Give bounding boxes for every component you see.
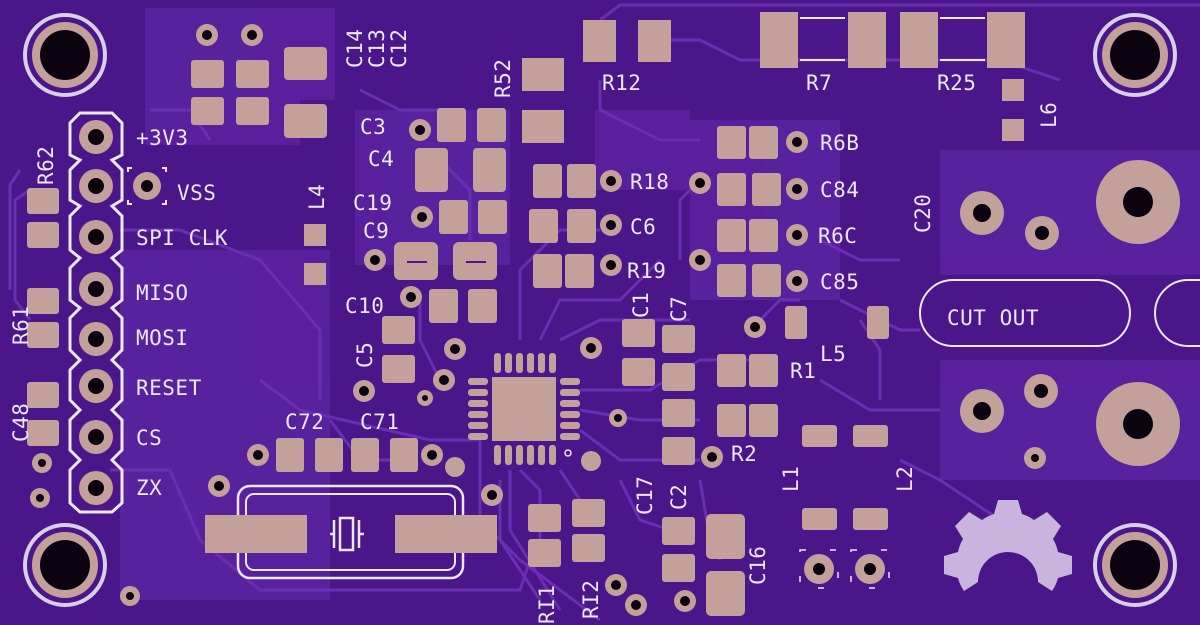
- label-c85: C85: [820, 270, 859, 294]
- label-c16: C16: [746, 546, 770, 585]
- pin-label-cs: CS: [136, 426, 162, 450]
- label-c5: C5: [353, 342, 377, 368]
- open-hardware-gear-icon: [944, 500, 1072, 591]
- label-r6c: R6C: [818, 224, 857, 248]
- label-c84: C84: [820, 178, 859, 202]
- cut-out-region: CUT OUT: [919, 279, 1200, 347]
- test-points-l: [799, 549, 890, 589]
- label-r2: R2: [731, 442, 757, 466]
- mounting-hole-top-right: [1093, 13, 1177, 97]
- label-l1: L1: [779, 466, 803, 492]
- label-c7: C7: [667, 296, 691, 322]
- label-r62: R62: [34, 146, 58, 185]
- label-c1: C1: [629, 292, 653, 318]
- header-pin-4: [79, 272, 113, 306]
- label-c9: C9: [363, 219, 389, 243]
- vias: [30, 24, 808, 616]
- cut-out-label: CUT OUT: [947, 306, 1039, 330]
- label-r52: R52: [491, 59, 515, 98]
- label-c6: C6: [630, 215, 656, 239]
- label-c4: C4: [368, 147, 394, 171]
- vss-test-point: [127, 167, 167, 205]
- pin-label-mosi: MOSI: [136, 326, 189, 350]
- header-pin-6: [79, 369, 113, 403]
- label-c14: C14: [343, 29, 367, 68]
- smd-pads: [27, 12, 1025, 616]
- pin-label-vss: VSS: [177, 181, 216, 205]
- label-c10: C10: [345, 294, 384, 318]
- pin-label-miso: MISO: [136, 281, 189, 305]
- label-c17: C17: [633, 476, 657, 515]
- crystal-icon: [330, 516, 364, 552]
- pin-header: [68, 111, 124, 514]
- pin-label-3v3: +3V3: [136, 126, 189, 150]
- label-l2: L2: [893, 466, 917, 492]
- mounting-hole-bottom-left: [23, 523, 107, 607]
- label-c12: C12: [387, 29, 411, 68]
- label-r6b: R6B: [820, 131, 859, 155]
- resistor-outlines: [800, 17, 985, 61]
- label-c3: C3: [360, 115, 386, 139]
- header-pin-7: [79, 420, 113, 454]
- c20-pads: [960, 160, 1180, 250]
- lower-big-pads: [960, 374, 1180, 469]
- header-pin-5: [79, 322, 113, 356]
- mounting-holes: [23, 13, 1177, 607]
- pin-label-spi-clk: SPI CLK: [136, 226, 228, 250]
- pin-label-reset: RESET: [136, 376, 202, 400]
- label-r1: R1: [790, 359, 816, 383]
- label-r7: R7: [806, 71, 832, 95]
- label-c13: C13: [365, 29, 389, 68]
- label-r25: R25: [937, 71, 976, 95]
- label-l4: L4: [305, 184, 329, 210]
- label-c20: C20: [911, 194, 935, 233]
- qfn-chip: [468, 353, 580, 465]
- label-r12-top: R12: [602, 71, 641, 95]
- label-c72: C72: [285, 410, 324, 434]
- label-c48: C48: [9, 403, 33, 442]
- label-ri1: RI1: [535, 585, 559, 624]
- label-ri2: RI2: [579, 580, 603, 619]
- pin-label-zx: ZX: [136, 476, 162, 500]
- crystal: [205, 484, 497, 580]
- mounting-hole-bottom-right: [1093, 523, 1177, 607]
- header-pin-3: [79, 220, 113, 254]
- label-r18: R18: [630, 170, 669, 194]
- header-pin-2: [79, 169, 113, 203]
- label-r19: R19: [627, 259, 666, 283]
- mounting-hole-top-left: [23, 13, 107, 97]
- label-c19: C19: [353, 191, 392, 215]
- header-pin-8: [79, 471, 113, 505]
- header-pin-labels: +3V3 VSS SPI CLK MISO MOSI RESET CS ZX: [136, 126, 228, 500]
- designator-labels: R62 R61 C48 L4 C14 C13 C12 R52 R12 R7 R2…: [9, 29, 1061, 624]
- label-l6: L6: [1037, 102, 1061, 128]
- label-c71: C71: [360, 410, 399, 434]
- label-c2: C2: [667, 484, 691, 510]
- header-pin-1: [79, 120, 113, 154]
- label-r61: R61: [9, 306, 33, 345]
- label-l5: L5: [820, 342, 846, 366]
